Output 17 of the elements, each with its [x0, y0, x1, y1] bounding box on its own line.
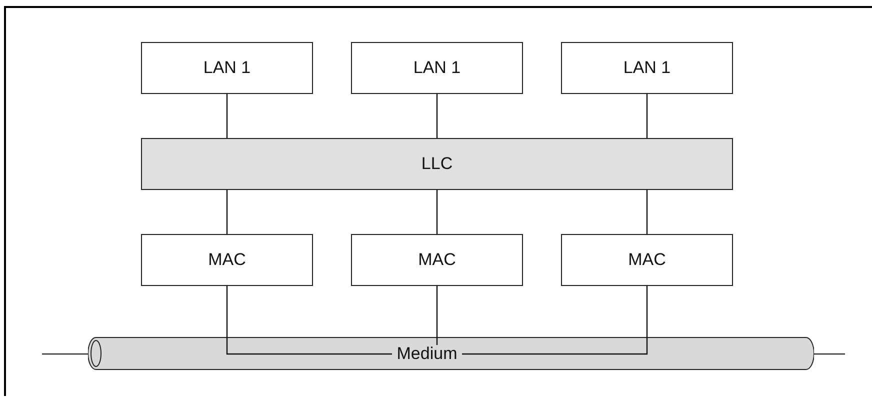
layer-box: MAC	[561, 234, 733, 286]
medium-tube	[88, 337, 814, 370]
connector-line	[646, 94, 648, 138]
connector-line	[226, 190, 228, 234]
connector-line	[226, 286, 392, 355]
layer-box: LAN 1	[141, 42, 313, 94]
layer-box: MAC	[141, 234, 313, 286]
layer-box: LAN 1	[351, 42, 523, 94]
connector-line	[462, 286, 648, 355]
llc-layer-box: LLC	[141, 138, 733, 190]
connector-line	[436, 94, 438, 138]
layer-box: LAN 1	[561, 42, 733, 94]
connector-line	[226, 94, 228, 138]
connector-line	[436, 286, 438, 345]
connector-line	[436, 190, 438, 234]
layer-box: MAC	[351, 234, 523, 286]
connector-line	[646, 190, 648, 234]
